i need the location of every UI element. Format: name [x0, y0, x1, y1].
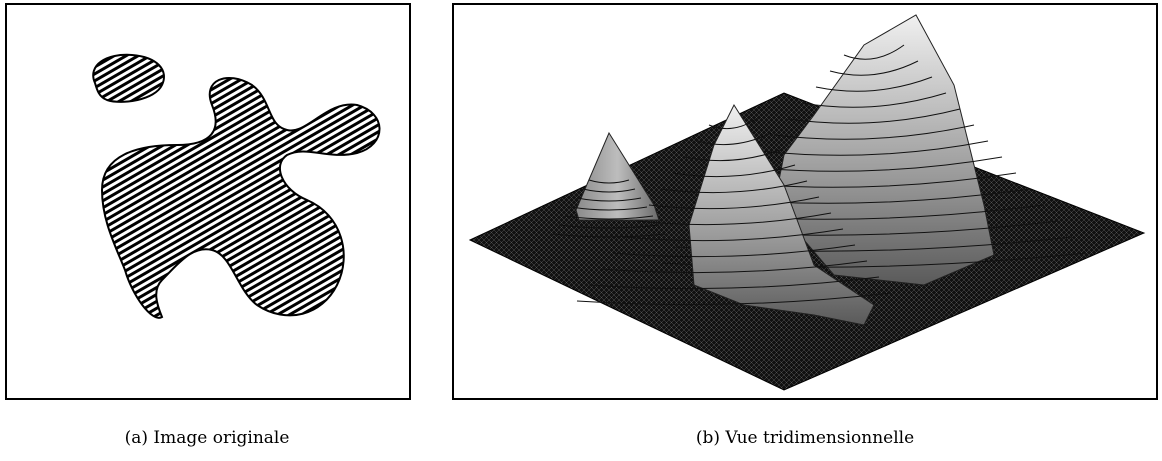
front-ridge-peak: [576, 103, 892, 326]
surface-scene: [468, 14, 1146, 391]
small-cone-peak: [552, 131, 666, 238]
figure-a-caption: (a) Image originale: [124, 428, 290, 448]
figure-a-panel: [5, 3, 411, 400]
contour-blobs: [92, 53, 381, 319]
three-dimensional-view: [468, 14, 1146, 391]
figure-b-panel: [452, 3, 1158, 400]
small-contour-blob: [92, 53, 165, 103]
original-image-contours: [92, 53, 381, 319]
figure-b-caption: (b) Vue tridimensionnelle: [695, 428, 915, 448]
main-contour-blob: [100, 76, 381, 319]
